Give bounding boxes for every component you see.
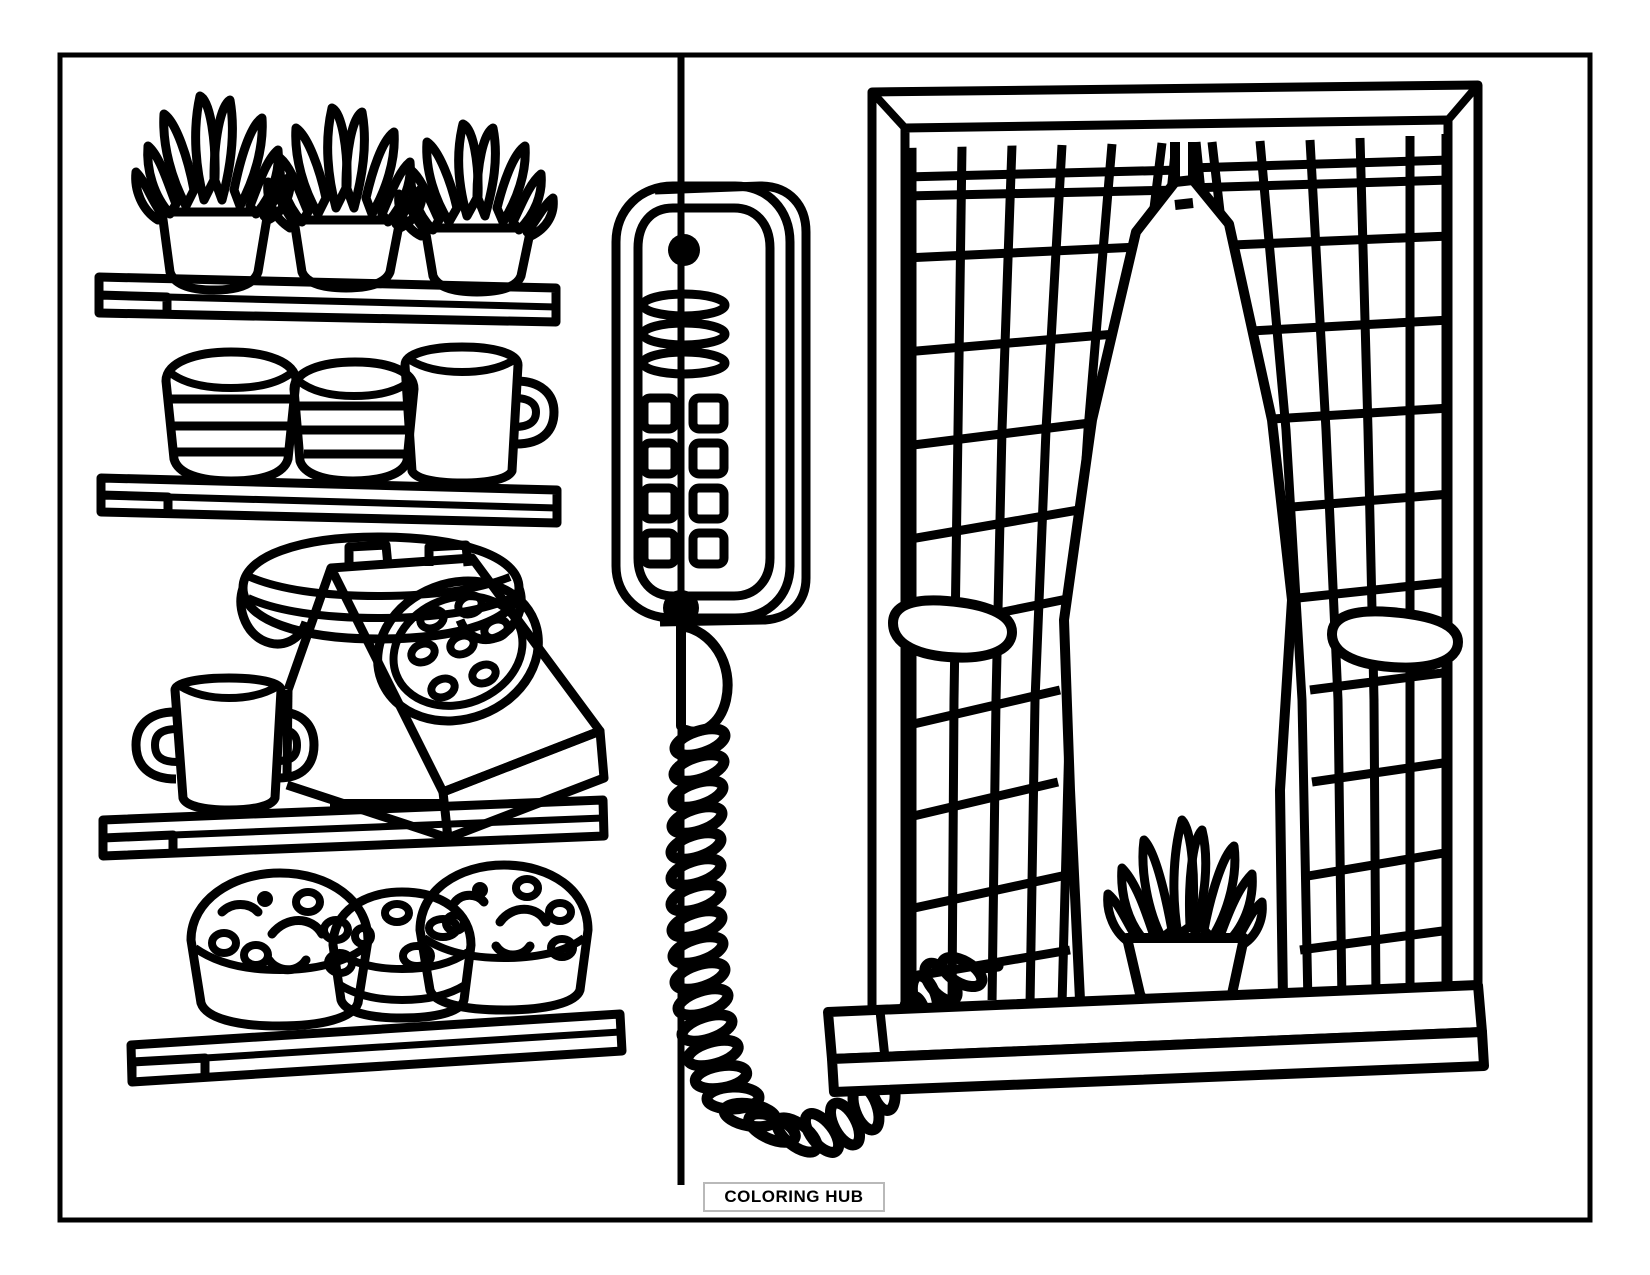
speaker-dot (668, 234, 700, 266)
muffin (186, 868, 373, 1031)
keypad-button (639, 483, 680, 524)
shelf-board (94, 272, 561, 327)
curtain-tieback (1327, 606, 1463, 673)
shelf-muffins (126, 860, 627, 1087)
keypad-button (639, 528, 680, 569)
page-border (57, 52, 1593, 1223)
shelf-plants (94, 91, 561, 327)
slot (638, 289, 730, 321)
shelf-mugs (96, 342, 562, 528)
muffin (415, 860, 593, 1015)
curtain-tieback (888, 595, 1017, 663)
shelf-phone (98, 532, 609, 861)
striped-bowl (161, 347, 301, 486)
shelf-wall-group (94, 91, 627, 1087)
shelf-board (126, 1009, 627, 1087)
tall-mug (400, 342, 559, 488)
watermark: COLORING HUB (703, 1182, 885, 1212)
curtain-outline (1059, 142, 1297, 1001)
slot (638, 347, 730, 379)
curtain-right (1193, 134, 1451, 1000)
keypad-button (688, 528, 729, 569)
keypad-button (688, 393, 729, 434)
shelf-board (98, 795, 609, 861)
window-sill (823, 980, 1489, 1097)
keypad-button (639, 438, 680, 479)
mug (131, 673, 319, 815)
wall-mounted-phone (611, 181, 811, 627)
keypad-button (639, 393, 680, 434)
window (823, 80, 1489, 1097)
keypad-button (688, 483, 729, 524)
slot (638, 318, 730, 350)
keypad-button (688, 438, 729, 479)
cord-anchor (663, 590, 699, 626)
shelf-board (96, 473, 562, 528)
watermark-text: COLORING HUB (724, 1187, 864, 1206)
